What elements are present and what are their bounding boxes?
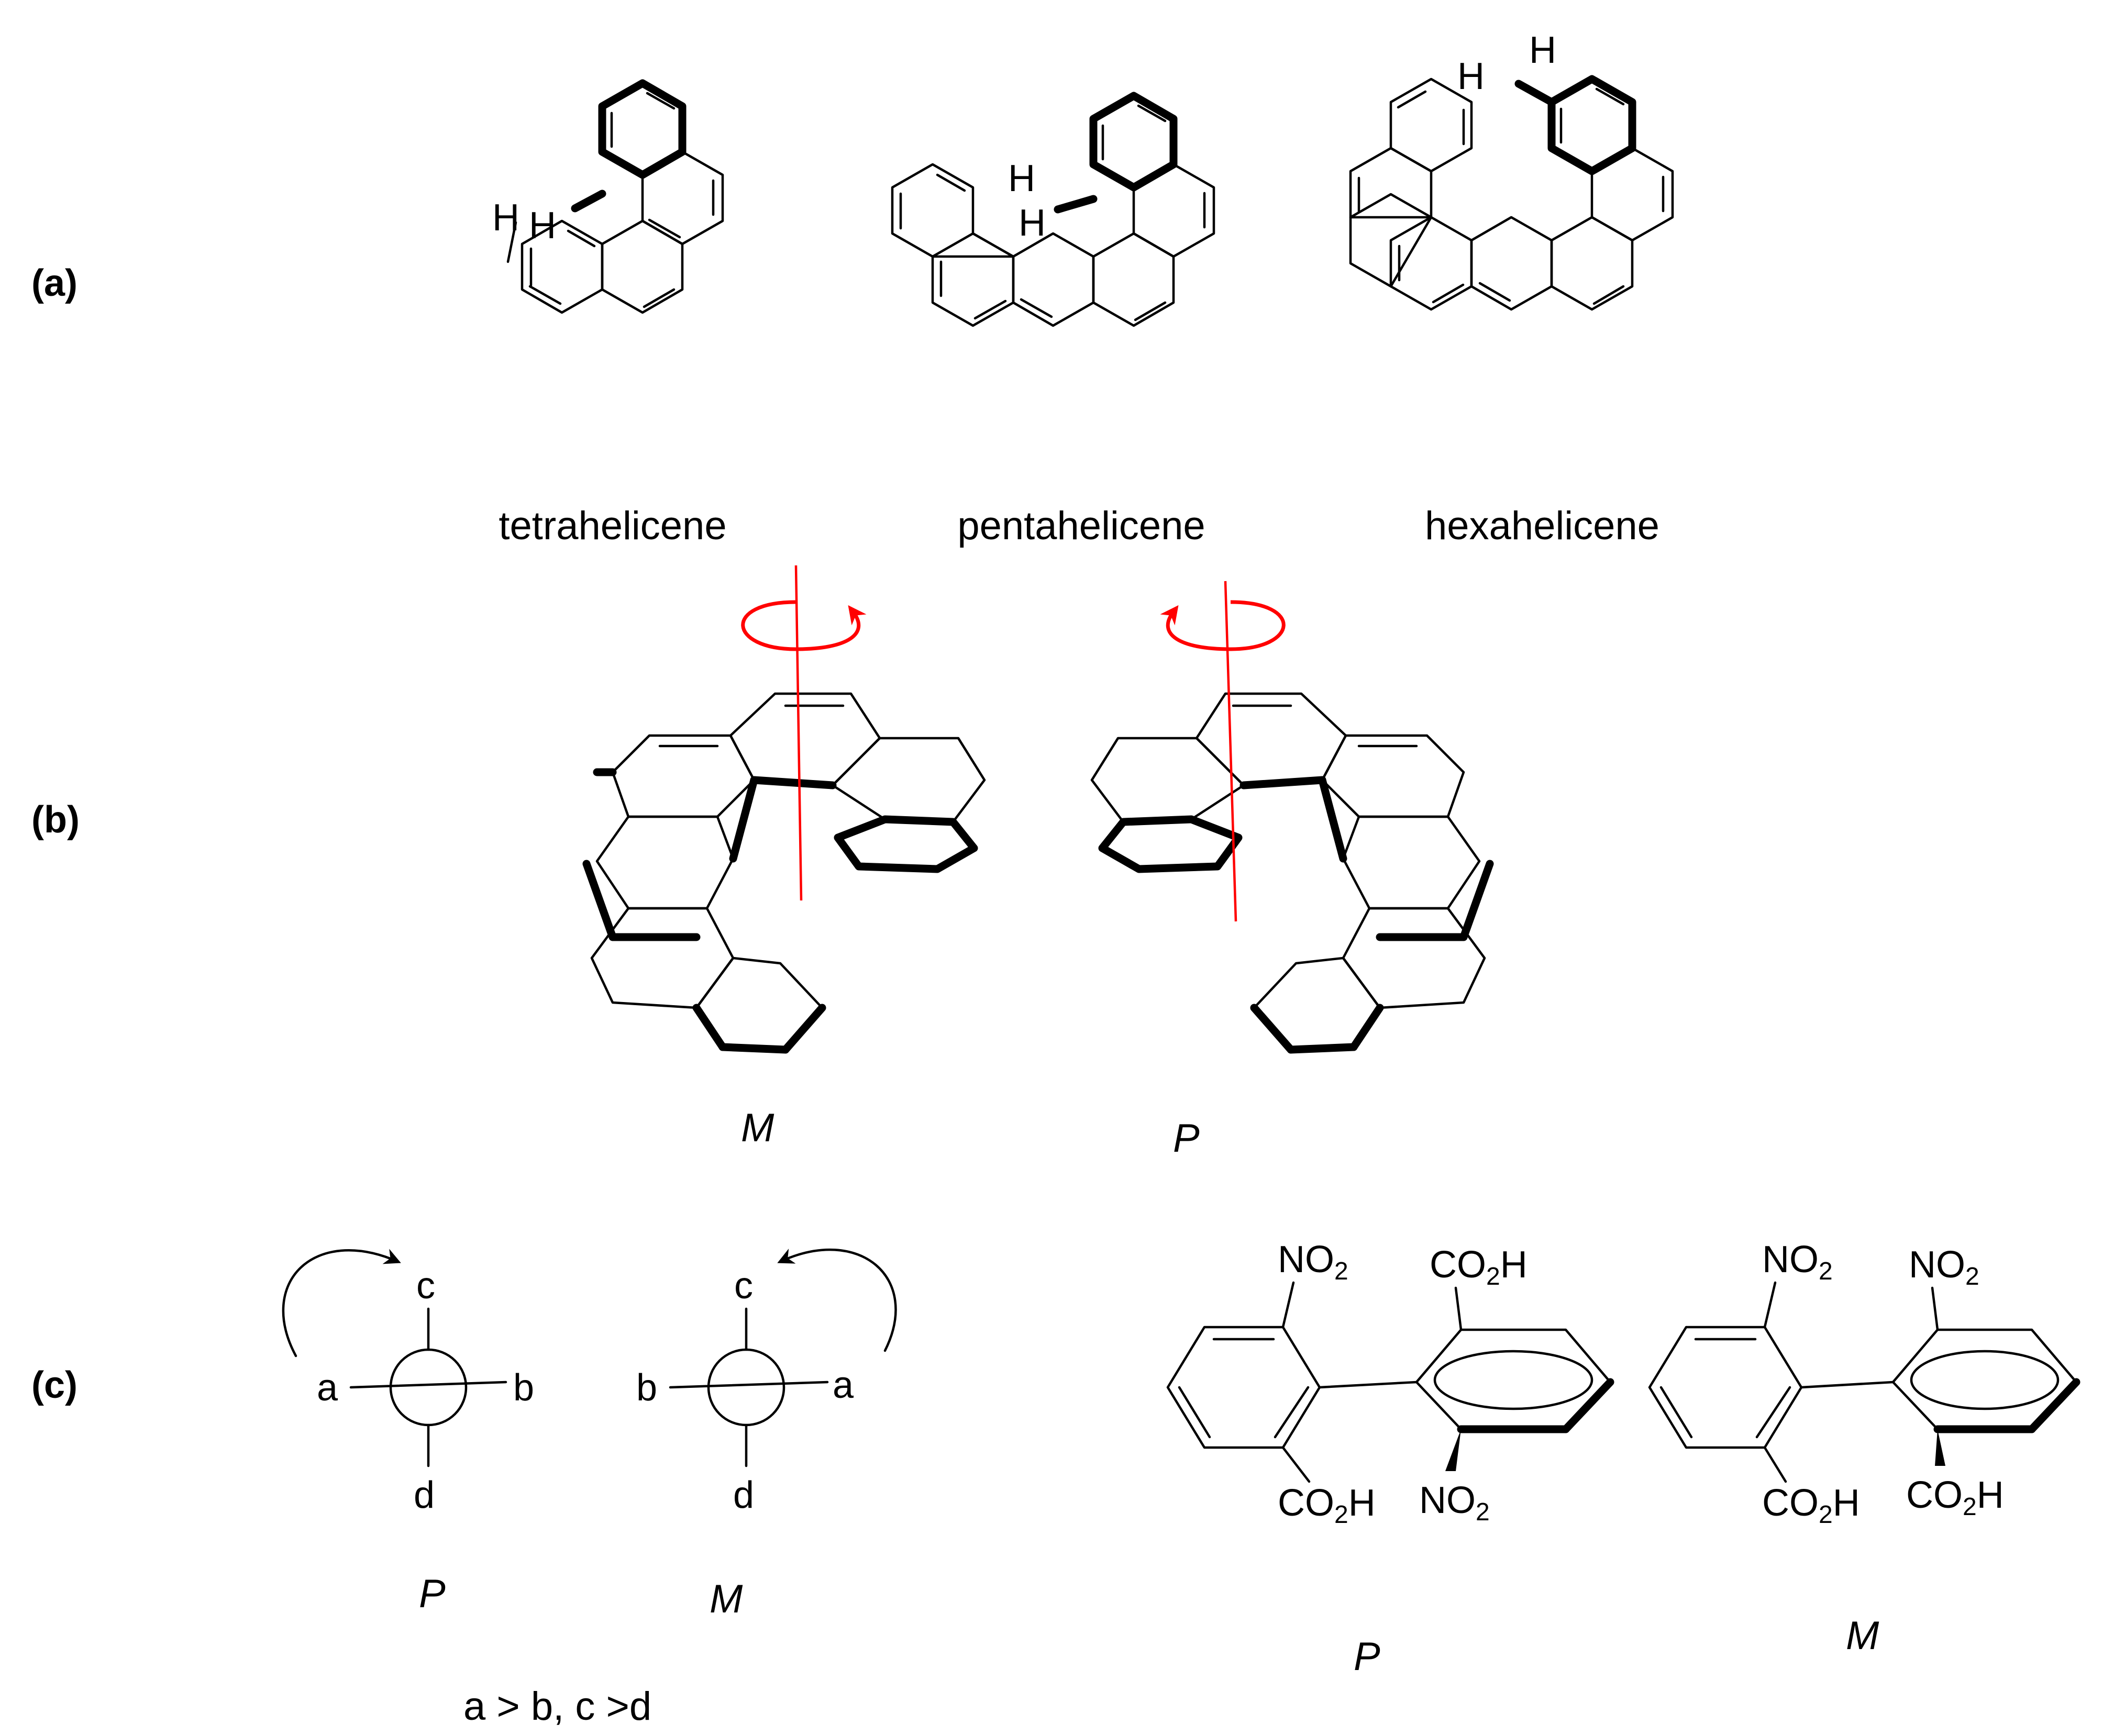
biphenyl-p-label: P [1354,1634,1380,1679]
pentahelicene-hydrogen-bottom: H [1019,202,1046,244]
newman-m-bottom: d [733,1474,754,1516]
newman-p-top: c [416,1265,435,1307]
biphenyl-m-left-bottom: CO2H [1762,1482,1860,1529]
biphenyl-p-right-bottom: NO2 [1419,1479,1490,1526]
biphenyl-p-left-bottom: CO2H [1278,1482,1376,1529]
hexahelicene-structure: H H [1349,29,1674,311]
newman-p-label: P [419,1572,446,1616]
panel-label-c: (c) [31,1364,78,1406]
m-helicene-3d [582,692,986,1054]
tetrahelicene-label: tetrahelicene [499,504,726,548]
biphenyl-m-left-top: NO2 [1762,1239,1833,1285]
m-rotation-arrow [741,600,867,651]
newman-p-left: a [317,1367,338,1409]
newman-projection-m: c b a d [636,1248,897,1516]
newman-m-top: c [734,1265,753,1307]
pentahelicene-label: pentahelicene [957,504,1205,548]
newman-m-label: M [710,1577,743,1621]
biphenyl-m-right-top: NO2 [1909,1244,1979,1290]
m-helicene-label: M [741,1106,774,1150]
tetrahelicene-structure: H H [492,79,724,314]
biphenyl-p-right-top: CO2H [1430,1244,1528,1290]
biphenyl-p-structure: NO2 CO2H CO2H NO2 [1166,1239,1614,1529]
p-helix-axis [1224,581,1237,922]
p-helicene-3d [1090,692,1494,1054]
hexahelicene-hydrogen-right: H [1529,29,1556,71]
m-helix-axis [794,565,803,901]
biphenyl-m-label: M [1846,1613,1879,1658]
p-rotation-arrow [1160,600,1286,651]
p-helicene-label: P [1173,1116,1200,1161]
biphenyl-m-structure: NO2 CO2H NO2 CO2H [1648,1239,2080,1529]
newman-m-left: b [636,1367,657,1409]
priority-rule: a > b, c >d [463,1684,651,1729]
tetrahelicene-hydrogen-right: H [529,205,556,247]
newman-p-bottom: d [414,1474,435,1516]
hexahelicene-hydrogen-left: H [1457,55,1485,97]
newman-m-right: a [833,1364,854,1406]
biphenyl-m-right-bottom: CO2H [1906,1474,2004,1521]
hexahelicene-label: hexahelicene [1425,504,1659,548]
biphenyl-p-left-top: NO2 [1278,1239,1348,1285]
panel-label-b: (b) [31,799,80,841]
pentahelicene-hydrogen-top: H [1008,158,1035,199]
pentahelicene-structure: H H [891,92,1215,327]
tetrahelicene-hydrogen-left: H [492,197,519,239]
newman-projection-p: c a b d [282,1249,534,1516]
newman-p-right: b [513,1367,534,1409]
panel-label-a: (a) [31,262,78,304]
